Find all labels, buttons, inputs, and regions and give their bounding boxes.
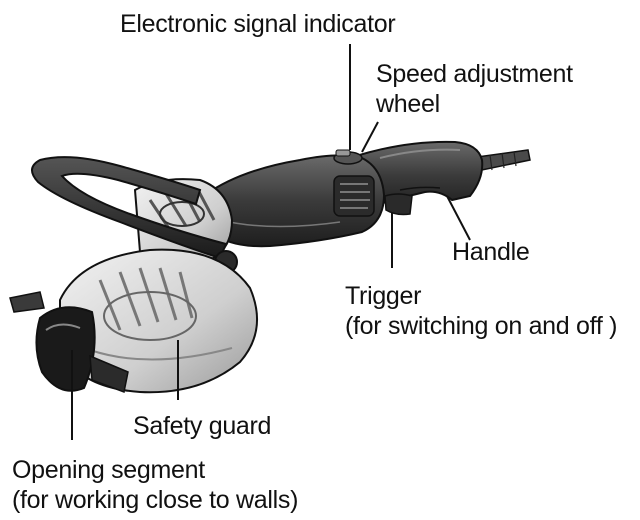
motor-housing [203, 149, 386, 248]
trigger-switch [384, 193, 413, 216]
leader-handle [446, 195, 471, 241]
loop-handle [31, 156, 228, 260]
leader-lines [71, 44, 471, 440]
safety-guard [59, 248, 259, 394]
label-electronic-signal-indicator: Electronic signal indicator [120, 10, 396, 38]
label-handle: Handle [452, 238, 530, 266]
label-opening-segment-line1: Opening segment [12, 456, 205, 484]
signal-indicator-led [335, 149, 351, 157]
label-speed-adjustment-line1: Speed adjustment [376, 60, 573, 88]
vent-grille [333, 175, 375, 217]
opening-segment [9, 291, 129, 394]
label-opening-segment-line2: (for working close to walls) [12, 486, 299, 514]
label-trigger-line2: (for switching on and off ) [345, 312, 618, 340]
label-speed-adjustment-line2: wheel [376, 90, 440, 118]
leader-speed-adjustment-wheel [361, 121, 379, 153]
label-trigger-line1: Trigger [345, 282, 422, 310]
label-safety-guard: Safety guard [133, 412, 272, 440]
